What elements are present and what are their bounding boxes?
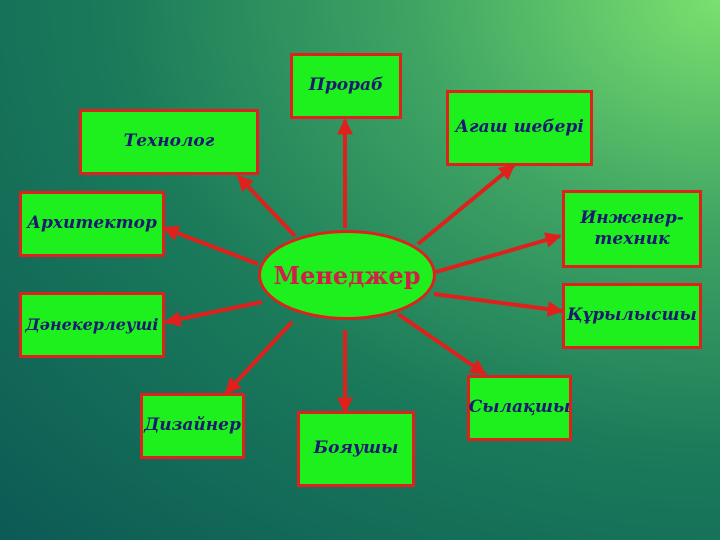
center-node-manager: Менеджер [258, 230, 436, 320]
arrow-to-arkhitektor [162, 225, 259, 266]
arrow-to-danekerleushi [164, 300, 263, 327]
role-box-prorab: Прораб [290, 53, 402, 119]
arrow-to-sylakshy [396, 312, 487, 376]
role-box-dizainer: Дизайнер [140, 393, 245, 459]
role-box-kurylysshy: Құрылысшы [562, 283, 702, 349]
arrow-to-kurylysshy [433, 292, 564, 318]
arrow-to-inzhener-tekhnik [435, 232, 562, 274]
arrow-to-agash-sheberi [416, 163, 516, 246]
role-box-technolog: Технолог [79, 109, 259, 175]
arrow-to-technolog [236, 174, 297, 238]
role-box-sylakshy: Сылақшы [467, 375, 572, 441]
arrow-to-dizainer [224, 320, 294, 395]
role-box-danekerleushi: Дәнекерлеуші [19, 292, 165, 358]
role-box-arkhitektor: Архитектор [19, 191, 165, 257]
role-box-boyaushy: Бояушы [297, 411, 415, 487]
role-box-inzhener-tekhnik: Инженер- техник [562, 190, 702, 268]
role-box-agash-sheberi: Агаш шебері [446, 90, 593, 166]
